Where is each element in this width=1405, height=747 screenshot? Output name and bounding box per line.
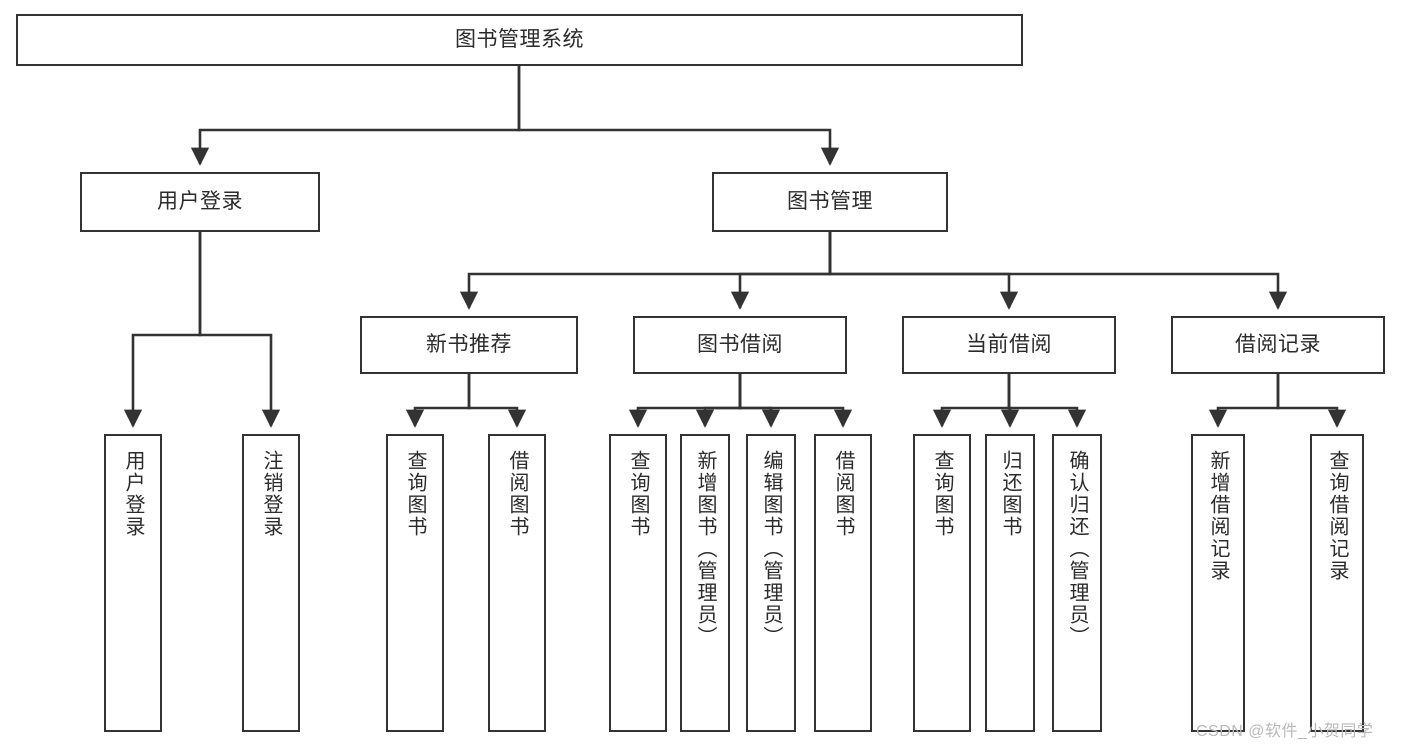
node-leaf-return-book[interactable]: 归还图书 [985,434,1035,732]
node-leaf-borrow-book-2[interactable]: 借阅图书 [814,434,872,732]
node-leaf-add-book-label: 新增图书（管理员） [694,450,716,648]
node-leaf-user-login[interactable]: 用户登录 [104,434,162,732]
node-leaf-query-book-1-label: 查询图书 [404,450,426,538]
node-new-book-rec[interactable]: 新书推荐 [360,316,578,374]
node-leaf-query-record[interactable]: 查询借阅记录 [1310,434,1364,732]
node-leaf-logout-label: 注销登录 [260,450,282,538]
node-leaf-query-book-3[interactable]: 查询图书 [913,434,971,732]
node-leaf-confirm-return[interactable]: 确认归还（管理员） [1052,434,1102,732]
node-leaf-query-book-2-label: 查询图书 [627,450,649,538]
node-new-book-rec-label: 新书推荐 [426,333,512,357]
node-leaf-add-book[interactable]: 新增图书（管理员） [680,434,730,732]
csdn-watermark: CSDN @软件_小贺同学 [1196,723,1374,740]
node-leaf-return-book-label: 归还图书 [999,450,1021,538]
node-leaf-borrow-book-2-label: 借阅图书 [832,450,854,538]
node-leaf-logout[interactable]: 注销登录 [242,434,300,732]
node-book-borrow[interactable]: 图书借阅 [633,316,847,374]
node-book-manage[interactable]: 图书管理 [712,172,948,232]
node-current-borrow-label: 当前借阅 [966,333,1052,357]
node-borrow-record-label: 借阅记录 [1235,333,1321,357]
node-leaf-query-book-3-label: 查询图书 [931,450,953,538]
node-borrow-record[interactable]: 借阅记录 [1171,316,1385,374]
node-leaf-borrow-book-1-label: 借阅图书 [506,450,528,538]
node-root-label: 图书管理系统 [455,28,584,52]
node-book-manage-label: 图书管理 [787,190,873,214]
node-leaf-add-record-label: 新增借阅记录 [1207,450,1229,582]
node-leaf-edit-book-label: 编辑图书（管理员） [760,450,782,648]
node-leaf-query-record-label: 查询借阅记录 [1326,450,1348,582]
node-user-login-label: 用户登录 [157,190,243,214]
node-leaf-confirm-return-label: 确认归还（管理员） [1066,450,1088,648]
node-root[interactable]: 图书管理系统 [16,14,1023,66]
node-user-login[interactable]: 用户登录 [80,172,320,232]
node-leaf-borrow-book-1[interactable]: 借阅图书 [488,434,546,732]
node-leaf-user-login-label: 用户登录 [122,450,144,538]
node-leaf-query-book-2[interactable]: 查询图书 [609,434,667,732]
node-current-borrow[interactable]: 当前借阅 [902,316,1116,374]
node-book-borrow-label: 图书借阅 [697,333,783,357]
node-leaf-add-record[interactable]: 新增借阅记录 [1191,434,1245,732]
node-leaf-edit-book[interactable]: 编辑图书（管理员） [746,434,796,732]
node-leaf-query-book-1[interactable]: 查询图书 [386,434,444,732]
